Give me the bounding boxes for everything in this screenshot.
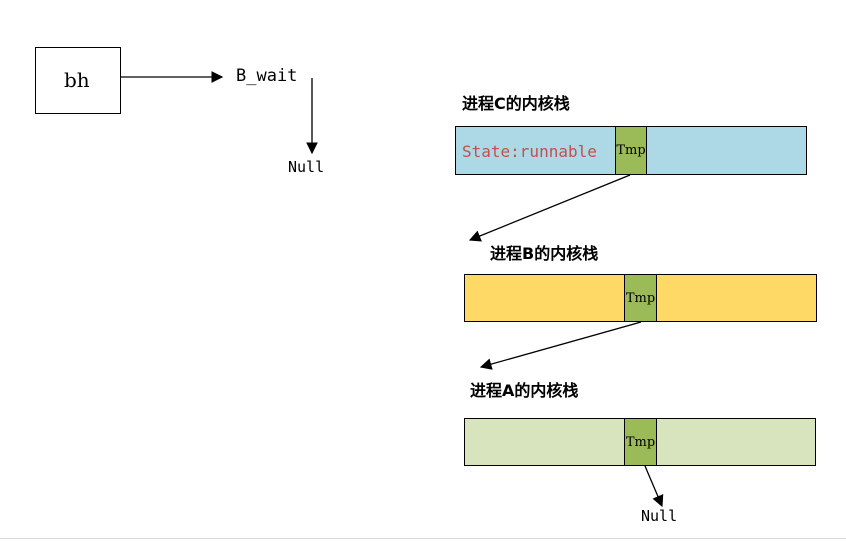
stack-b-title: 进程B的内核栈	[490, 244, 599, 263]
stack-b-tmp-cell: Tmp	[624, 274, 657, 322]
stack-c-tmp-cell: Tmp	[615, 126, 647, 175]
stack-c-title: 进程C的内核栈	[462, 94, 570, 113]
stack-c-state-text: State:runnable	[462, 142, 597, 161]
bottom-divider	[0, 538, 846, 539]
b-wait-label: B_wait	[236, 66, 298, 86]
bh-box: bh	[35, 47, 121, 114]
null-label-bottom: Null	[641, 507, 678, 525]
stack-a-title: 进程A的内核栈	[470, 381, 579, 400]
a-to-null-arrow	[644, 465, 664, 508]
stack-b-tmp-label: Tmp	[625, 290, 656, 306]
bh-label: bh	[64, 68, 90, 92]
b-to-a-arrow	[479, 321, 642, 370]
stack-a-tmp-cell: Tmp	[624, 418, 657, 466]
null-label-left: Null	[288, 158, 325, 176]
stack-a-tmp-label: Tmp	[625, 434, 656, 450]
stack-c-tmp-label: Tmp	[616, 143, 646, 158]
c-to-b-arrow	[468, 174, 631, 242]
